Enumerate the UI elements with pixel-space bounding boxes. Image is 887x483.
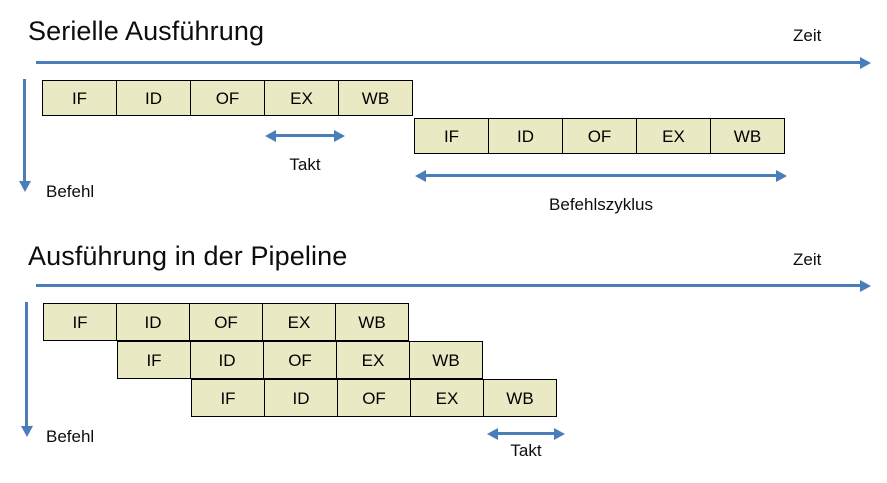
measure-label-takt-serial: Takt [289, 155, 321, 174]
stage-cell-ex: EX [262, 303, 336, 341]
instruction-axis-pipeline [25, 302, 28, 428]
stage-cell-wb: WB [710, 118, 785, 154]
stage-cell-ex: EX [636, 118, 711, 154]
stage-cell-of: OF [190, 80, 265, 116]
measure-label-takt-pipeline: Takt [510, 441, 542, 460]
table-row: IF ID OF EX WB [414, 118, 785, 154]
section-title-serial: Serielle Ausführung [28, 16, 265, 46]
stage-cell-ex: EX [410, 379, 484, 417]
section-title-pipeline: Ausführung in der Pipeline [28, 241, 348, 271]
stage-cell-if: IF [42, 80, 117, 116]
stage-cell-id: ID [488, 118, 563, 154]
instruction-axis-label-pipeline: Befehl [46, 427, 95, 446]
stage-cell-wb: WB [335, 303, 409, 341]
table-row: IF ID OF EX WB [191, 379, 557, 417]
stage-cell-ex: EX [336, 341, 410, 379]
stage-cell-id: ID [264, 379, 338, 417]
time-axis-pipeline [36, 284, 862, 287]
stage-cell-if: IF [117, 341, 191, 379]
time-axis-label-serial: Zeit [793, 26, 822, 45]
stage-cell-if: IF [414, 118, 489, 154]
time-axis-label-pipeline: Zeit [793, 250, 822, 269]
stage-cell-wb: WB [338, 80, 413, 116]
stage-cell-of: OF [189, 303, 263, 341]
table-row: IF ID OF EX WB [117, 341, 483, 379]
measure-label-befehlszyklus: Befehlszyklus [549, 195, 653, 214]
stage-cell-wb: WB [483, 379, 557, 417]
stage-cell-if: IF [191, 379, 265, 417]
stage-cell-id: ID [116, 80, 191, 116]
instruction-axis-label-serial: Befehl [46, 182, 95, 201]
table-row: IF ID OF EX WB [42, 80, 413, 116]
stage-cell-of: OF [337, 379, 411, 417]
measure-arrow-befehlszyklus [424, 174, 778, 177]
stage-cell-id: ID [116, 303, 190, 341]
instruction-axis-serial [23, 79, 26, 183]
stage-cell-ex: EX [264, 80, 339, 116]
stage-cell-id: ID [190, 341, 264, 379]
stage-cell-of: OF [562, 118, 637, 154]
measure-arrow-takt-serial [274, 134, 336, 137]
time-axis-serial [36, 61, 862, 64]
stage-cell-if: IF [43, 303, 117, 341]
stage-cell-wb: WB [409, 341, 483, 379]
table-row: IF ID OF EX WB [43, 303, 409, 341]
measure-arrow-takt-pipeline [496, 432, 556, 435]
stage-cell-of: OF [263, 341, 337, 379]
